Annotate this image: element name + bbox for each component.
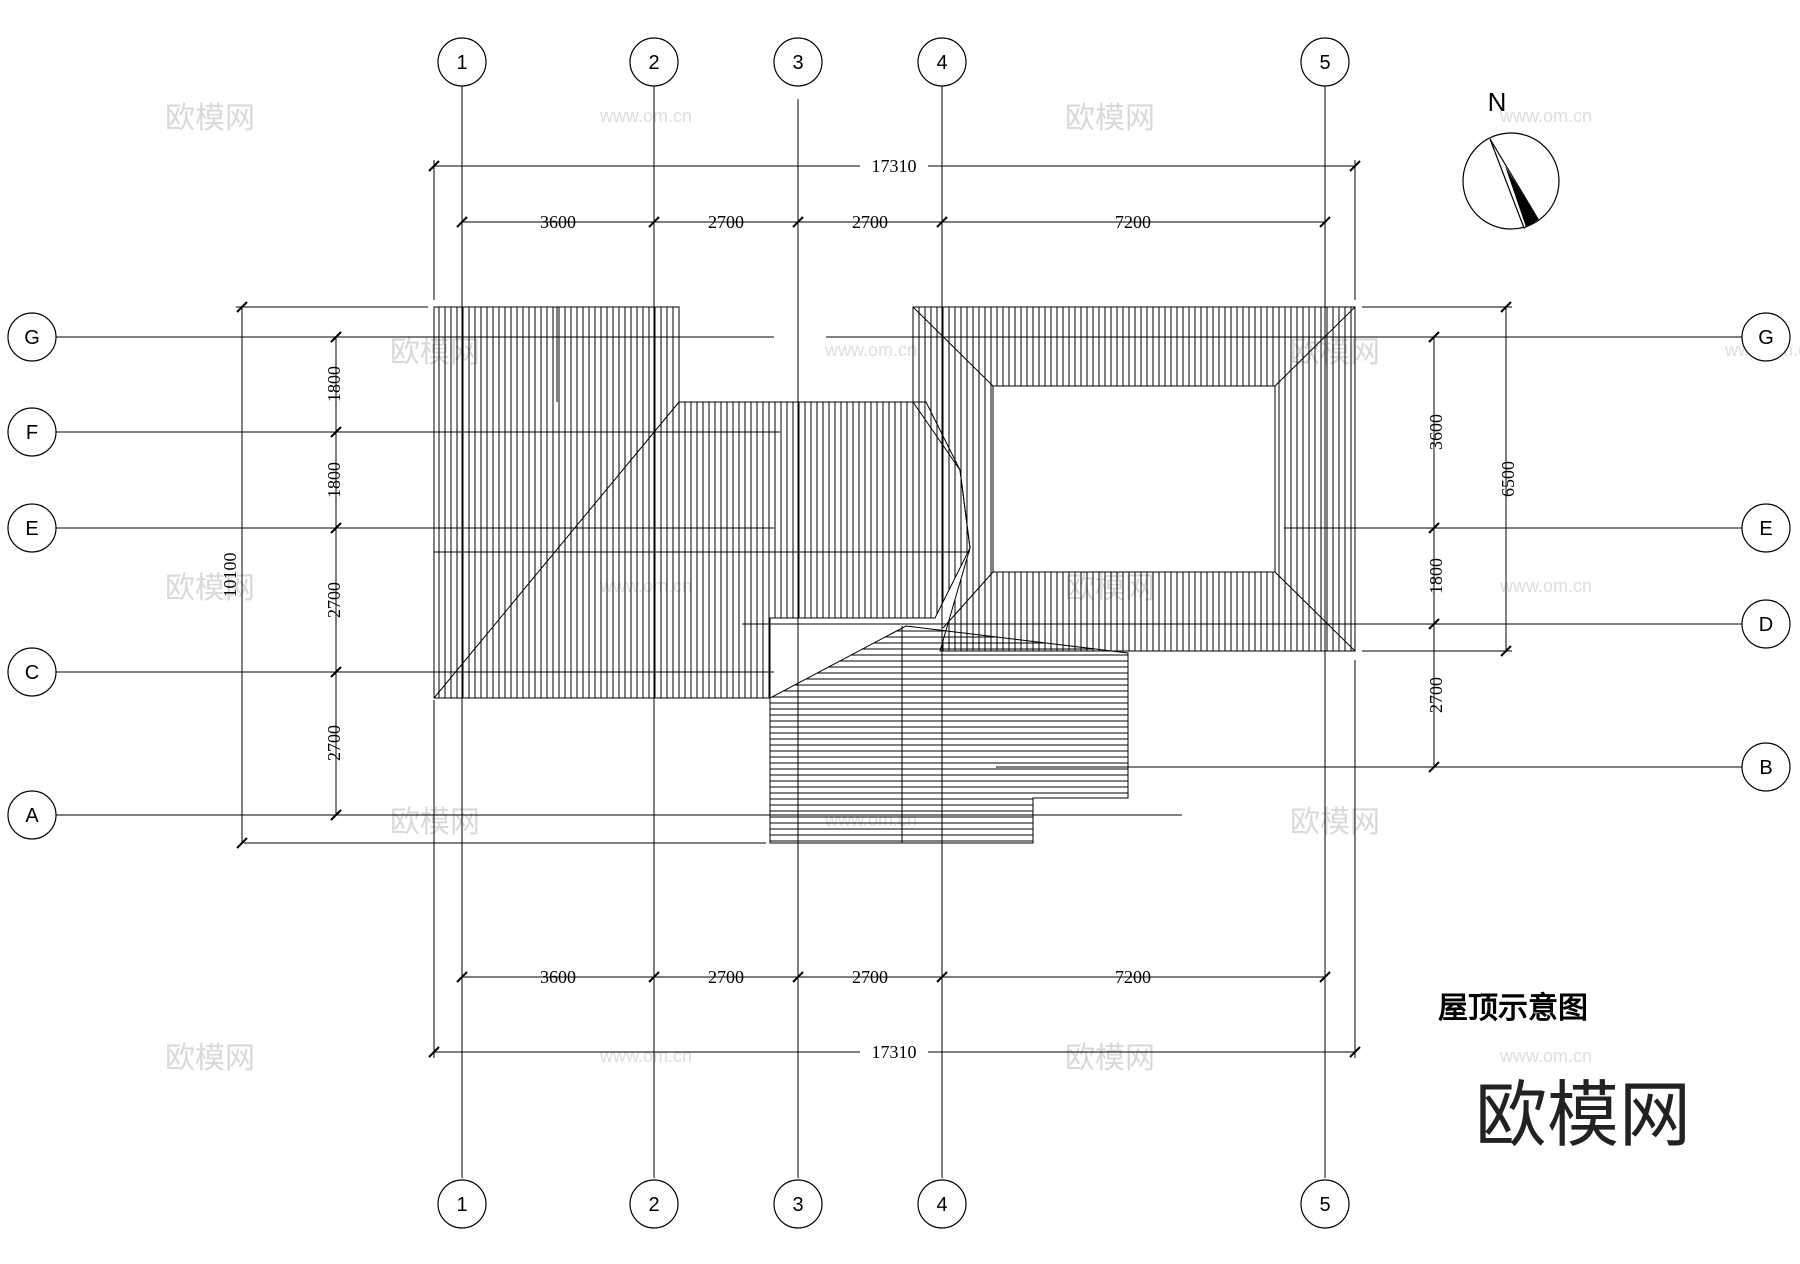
axis-bubble-left: G xyxy=(7,312,57,362)
dim-top-span: 3600 xyxy=(540,212,576,232)
dim-left-overall: 10100 xyxy=(220,553,240,598)
north-label: N xyxy=(1488,87,1507,117)
axis-bubble-bottom: 4 xyxy=(917,1179,967,1229)
roof-hip-line xyxy=(912,306,994,387)
dim-overall-width-top: 17310 xyxy=(872,156,917,176)
axis-label: F xyxy=(26,422,38,444)
axis-label: 5 xyxy=(1319,52,1330,74)
axis-bubble-top: 3 xyxy=(773,37,823,87)
axis-label: E xyxy=(25,518,38,540)
watermark-brand: 欧模网 xyxy=(165,101,255,136)
axis-label: D xyxy=(1759,614,1773,636)
axis-label: G xyxy=(24,327,40,349)
axis-label: 5 xyxy=(1319,1194,1330,1216)
dim-bottom-span: 7200 xyxy=(1115,967,1151,987)
dim-left-span: 2700 xyxy=(324,582,344,618)
watermark-url: www.om.cn xyxy=(824,340,917,360)
watermark-brand: 欧模网 xyxy=(390,805,480,840)
axis-bubble-left: A xyxy=(7,790,57,840)
axis-label: A xyxy=(25,805,39,827)
dim-top-span: 2700 xyxy=(708,212,744,232)
drawing-title: 屋顶示意图 xyxy=(1438,991,1588,1026)
watermark-brand: 欧模网 xyxy=(165,1041,255,1076)
watermark-url: www.om.cn xyxy=(1499,106,1592,126)
watermark-brand: 欧模网 xyxy=(165,571,255,606)
axis-label: E xyxy=(1759,518,1772,540)
axis-label: 1 xyxy=(456,52,467,74)
axis-label: 2 xyxy=(648,1194,659,1216)
watermark-url: www.om.cn xyxy=(599,106,692,126)
axis-bubble-top: 2 xyxy=(629,37,679,87)
dim-left-span: 1800 xyxy=(324,366,344,402)
axis-bubble-top: 1 xyxy=(437,37,487,87)
dim-right-span: 1800 xyxy=(1426,558,1446,594)
axis-label: C xyxy=(25,662,39,684)
roof-hip-line xyxy=(942,571,994,629)
axis-bubble-top: 5 xyxy=(1300,37,1350,87)
dim-left-span: 1800 xyxy=(324,462,344,498)
axis-bubble-left: F xyxy=(7,407,57,457)
axis-label: 3 xyxy=(792,52,803,74)
dim-bottom-span: 2700 xyxy=(708,967,744,987)
axis-bubble-right: D xyxy=(1741,599,1791,649)
axis-bubble-right: E xyxy=(1741,503,1791,553)
brand-logo: 欧模网 xyxy=(1475,1073,1691,1157)
roof-hatching xyxy=(433,306,1356,844)
axis-label: 2 xyxy=(648,52,659,74)
watermark-brand: 欧模网 xyxy=(1290,805,1380,840)
dim-right-span: 2700 xyxy=(1426,677,1446,713)
courtyard-opening xyxy=(992,385,1276,573)
dimension-labels: 17310 17310 3600 2700 2700 7200 3600 270… xyxy=(220,154,1518,1062)
column-axis-markers: 1 2 3 4 5 1 2 3 xyxy=(437,37,1350,1229)
axis-label: 3 xyxy=(792,1194,803,1216)
watermark-url: www.om.cn xyxy=(599,1046,692,1066)
watermark-url: www.om.cn xyxy=(1499,1046,1592,1066)
dim-overall-width-bottom: 17310 xyxy=(872,1042,917,1062)
watermark-url: www.om.cn xyxy=(1499,576,1592,596)
axis-label: G xyxy=(1758,327,1774,349)
dim-left-span: 2700 xyxy=(324,725,344,761)
roof-hip-line xyxy=(433,401,680,699)
axis-bubble-left: C xyxy=(7,647,57,697)
roof-bottom-block xyxy=(769,625,1129,844)
watermark-brand: 欧模网 xyxy=(1065,101,1155,136)
axis-bubble-bottom: 2 xyxy=(629,1179,679,1229)
roof-hip-line xyxy=(1274,306,1356,387)
dim-top-span: 7200 xyxy=(1115,212,1151,232)
dim-top-span: 2700 xyxy=(852,212,888,232)
axis-bubble-right: G xyxy=(1741,312,1791,362)
row-axis-markers: G F E C A G E D xyxy=(7,312,1791,840)
axis-label: 4 xyxy=(936,1194,947,1216)
roof-hip-line xyxy=(1274,571,1356,652)
dim-right-overall: 6500 xyxy=(1498,461,1518,497)
dim-bottom-span: 2700 xyxy=(852,967,888,987)
axis-bubble-right: B xyxy=(1741,742,1791,792)
axis-label: 1 xyxy=(456,1194,467,1216)
dim-bottom-span: 3600 xyxy=(540,967,576,987)
north-arrow-icon: N xyxy=(1462,87,1560,230)
axis-label: 4 xyxy=(936,52,947,74)
watermark-brand: 欧模网 xyxy=(1065,1041,1155,1076)
axis-bubble-bottom: 1 xyxy=(437,1179,487,1229)
dim-right-span: 3600 xyxy=(1426,414,1446,450)
axis-bubble-bottom: 5 xyxy=(1300,1179,1350,1229)
axis-lines xyxy=(56,84,1746,1178)
axis-bubble-left: E xyxy=(7,503,57,553)
axis-bubble-top: 4 xyxy=(917,37,967,87)
axis-bubble-bottom: 3 xyxy=(773,1179,823,1229)
axis-label: B xyxy=(1759,757,1772,779)
